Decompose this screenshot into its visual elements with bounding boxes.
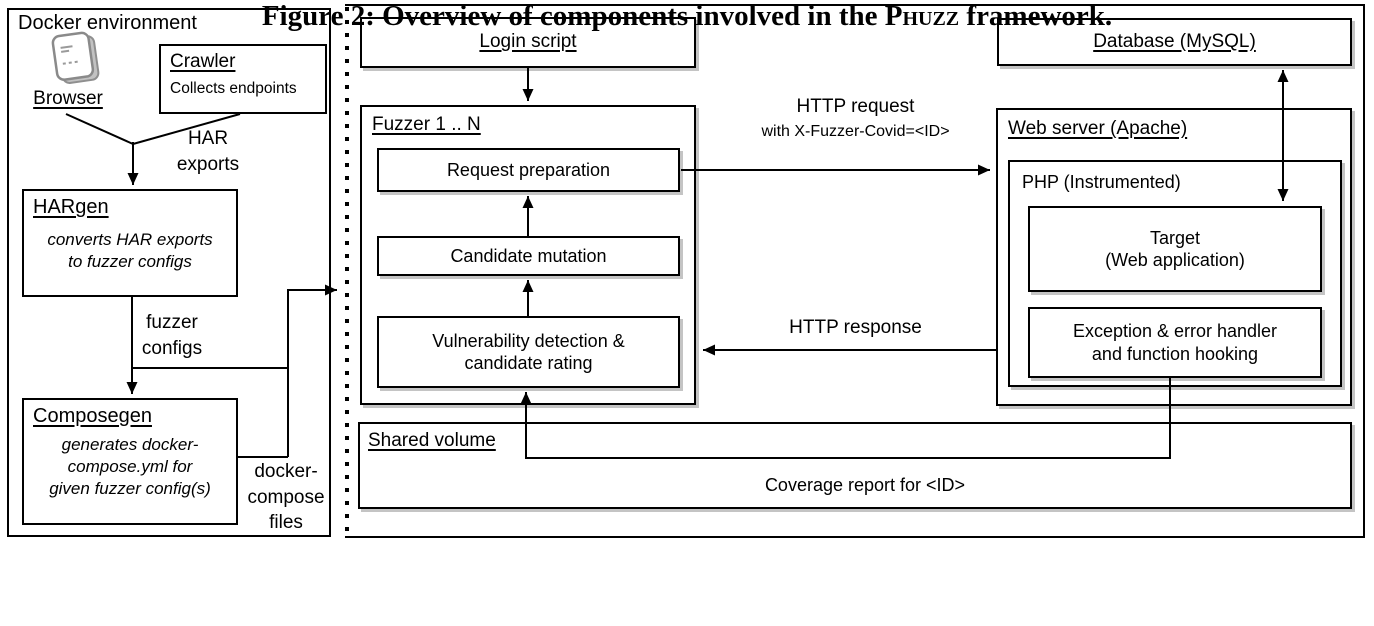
caption-text-after: framework. xyxy=(959,0,1113,32)
hargen-description: converts HAR exports to fuzzer configs xyxy=(47,230,213,272)
fuzzer-title: Fuzzer 1 .. N xyxy=(372,114,481,135)
caption-brand-phuzz: Phuzz xyxy=(884,0,960,32)
php-title: PHP (Instrumented) xyxy=(1022,172,1181,192)
crawler-box: Crawler Collects endpoints xyxy=(159,44,327,114)
coverage-report-label: Coverage report for <ID> xyxy=(764,475,966,495)
target-box: Target (Web application) xyxy=(1028,206,1322,292)
hargen-title: HARgen xyxy=(33,196,109,218)
exception-handler-box: Exception & error handler and function h… xyxy=(1028,307,1322,378)
crawler-subtitle: Collects endpoints xyxy=(170,79,297,97)
composegen-description: generates docker- compose.yml for given … xyxy=(49,435,211,499)
composegen-title: Composegen xyxy=(33,405,152,427)
request-preparation-box: Request preparation xyxy=(377,148,680,192)
login-script-box: Login script xyxy=(360,17,696,68)
web-server-title: Web server (Apache) xyxy=(1008,118,1188,139)
har-exports-label: HAR exports xyxy=(176,128,240,175)
browser-icon xyxy=(51,31,100,84)
http-response-label: HTTP response xyxy=(789,317,922,338)
candidate-mutation-box: Candidate mutation xyxy=(377,236,680,276)
caption-text-before: Figure 2: Overview of components involve… xyxy=(261,0,885,32)
host-frame xyxy=(345,4,1365,538)
figure-caption: Figure 2: Overview of components involve… xyxy=(0,0,1374,33)
http-request-label: HTTP request with X-Fuzzer-Covid=<ID> xyxy=(761,96,950,140)
browser-label: Browser xyxy=(33,88,103,109)
shared-volume-title: Shared volume xyxy=(368,430,496,451)
hargen-box: HARgen converts HAR exports to fuzzer co… xyxy=(22,189,238,297)
composegen-box: Composegen generates docker- compose.yml… xyxy=(22,398,238,525)
crawler-title: Crawler xyxy=(170,51,236,72)
docker-environment-title: Docker environment xyxy=(18,12,197,34)
docker-compose-files-label: docker- compose files xyxy=(247,461,325,534)
fuzzer-configs-label: fuzzer configs xyxy=(141,312,203,359)
vulnerability-detection-box: Vulnerability detection & candidate rati… xyxy=(377,316,680,388)
database-box: Database (MySQL) xyxy=(997,18,1352,66)
